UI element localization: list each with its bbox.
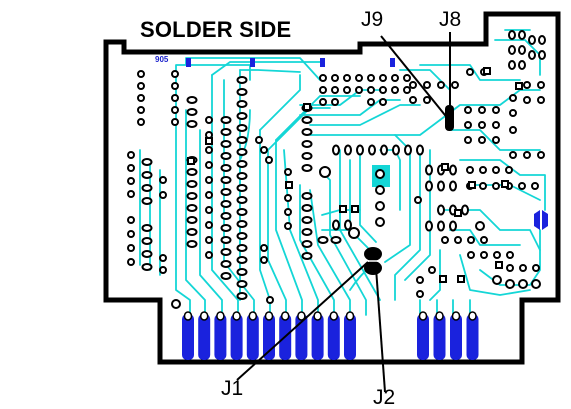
label-j9: J9	[361, 8, 384, 31]
label-pointers	[236, 32, 451, 393]
connector-finger-hole	[329, 311, 339, 321]
connector-finger	[327, 314, 340, 360]
connector-finger-hole	[468, 311, 477, 321]
label-j8: J8	[439, 8, 462, 31]
part-number: 905	[155, 55, 169, 64]
connector-finger	[198, 314, 211, 360]
connector-finger-hole	[183, 311, 193, 321]
connector-finger	[311, 314, 324, 360]
connector-finger	[214, 314, 227, 360]
connector-finger-hole	[216, 311, 225, 321]
label-j2: J2	[373, 386, 396, 409]
board-outline	[103, 11, 561, 365]
connector-finger-hole	[199, 311, 209, 321]
connector-finger	[263, 314, 275, 360]
connector-finger-hole	[297, 311, 306, 321]
edge-connector	[182, 311, 479, 360]
connector-finger	[433, 314, 446, 360]
connector-finger-hole	[345, 311, 355, 321]
connector-finger-hole	[451, 311, 461, 321]
top-tab-markers	[186, 58, 395, 67]
connector-finger-hole	[280, 311, 290, 321]
connector-finger	[450, 314, 462, 360]
connector-finger	[417, 314, 429, 360]
connector-finger-hole	[248, 311, 258, 321]
connector-finger-hole	[232, 311, 241, 321]
connector-finger	[466, 314, 479, 360]
capacitor-markers	[534, 210, 548, 230]
connector-finger-hole	[264, 311, 274, 321]
connector-finger-hole	[313, 311, 322, 321]
jumper-pads	[364, 105, 454, 275]
copper-traces	[139, 29, 546, 316]
connector-finger	[182, 314, 194, 360]
connector-finger	[344, 314, 356, 360]
connector-finger	[230, 314, 243, 360]
board-title: SOLDER SIDE	[140, 17, 292, 42]
component-pads	[127, 30, 546, 309]
connector-finger-hole	[435, 311, 444, 321]
connector-finger	[246, 314, 259, 360]
label-j1: J1	[221, 377, 244, 400]
connector-finger-hole	[418, 311, 428, 321]
square-pads	[187, 67, 523, 283]
